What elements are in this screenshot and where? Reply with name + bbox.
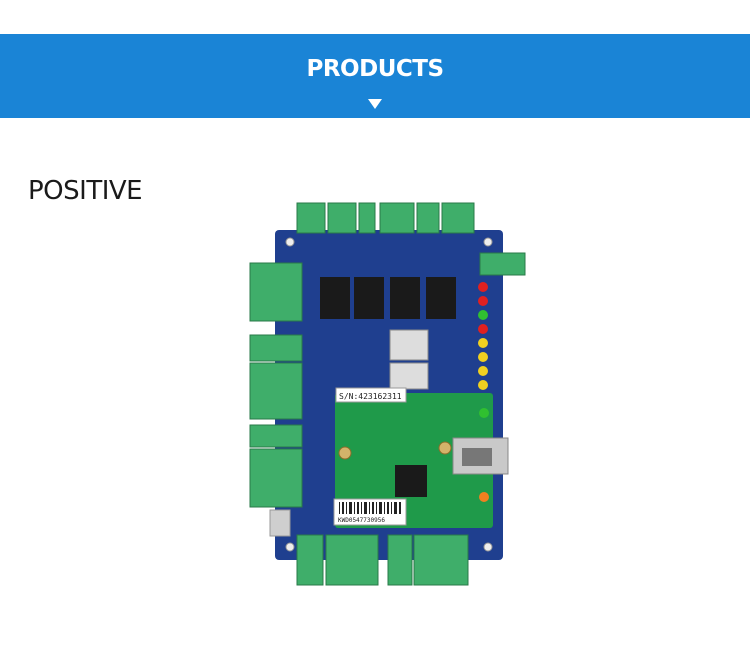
section-title: POSITIVE xyxy=(28,176,143,206)
access-control-board-image: S/N:423162311 KWD0547730956 xyxy=(249,202,526,586)
status-leds xyxy=(478,282,488,390)
products-banner: PRODUCTS xyxy=(0,34,750,118)
right-terminal xyxy=(479,252,526,276)
serial-label xyxy=(335,387,407,403)
bottom-terminals xyxy=(296,534,469,586)
barcode-text: KWD0547730956 xyxy=(338,517,385,524)
regulator xyxy=(389,329,429,361)
network-module xyxy=(335,393,493,528)
triangle-down-icon xyxy=(368,99,382,109)
left-terminals xyxy=(249,262,303,537)
serial-label-text: S/N:423162311 xyxy=(339,392,402,401)
chip xyxy=(395,465,427,497)
top-terminals xyxy=(296,202,475,234)
relays xyxy=(320,277,456,319)
barcode-icon xyxy=(339,502,401,514)
banner-title: PRODUCTS xyxy=(306,56,444,82)
regulator xyxy=(389,362,429,390)
